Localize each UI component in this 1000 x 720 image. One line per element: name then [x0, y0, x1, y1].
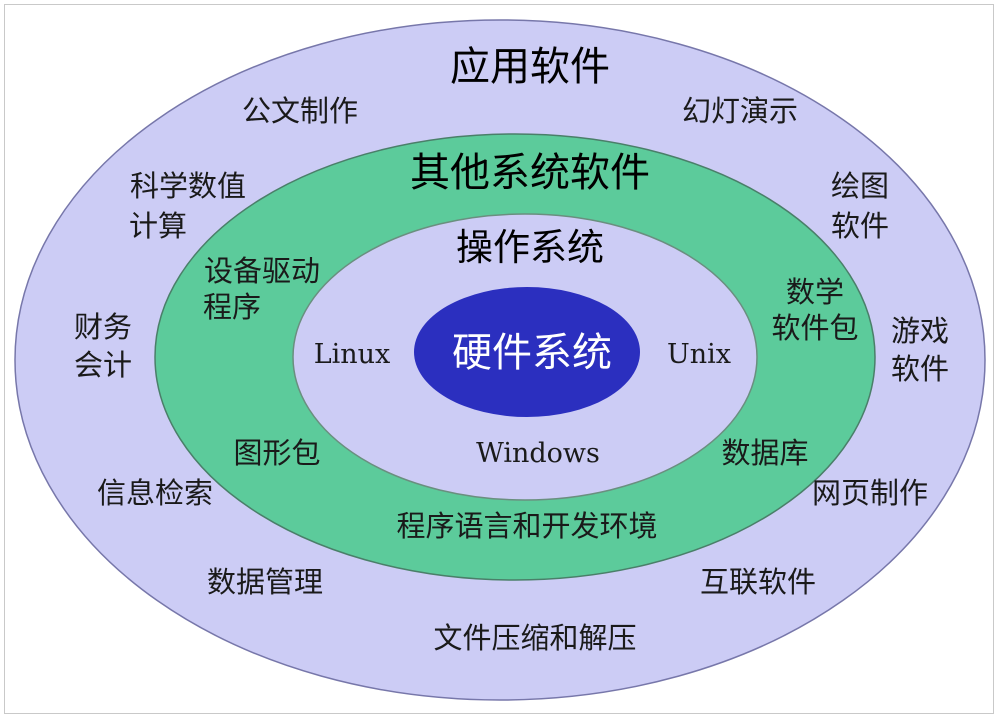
- app-item-web-design: 网页制作: [812, 476, 928, 510]
- app-item-accounting-line1: 财务: [74, 310, 132, 344]
- app-item-scientific-calc-line2: 计算: [129, 209, 187, 243]
- sys-item-device-driver-line1: 设备驱动: [204, 254, 320, 288]
- sys-item-math-package-line2: 软件包: [771, 311, 858, 345]
- os-item-windows: Windows: [476, 438, 600, 469]
- app-item-drawing-line1: 绘图: [831, 169, 889, 203]
- app-item-data-management: 数据管理: [207, 565, 323, 599]
- app-item-internet-software: 互联软件: [700, 565, 816, 599]
- app-item-document-writing: 公文制作: [242, 94, 358, 128]
- os-layer-title: 操作系统: [456, 226, 604, 269]
- app-item-slideshow: 幻灯演示: [682, 94, 798, 128]
- sys-item-database: 数据库: [721, 436, 808, 470]
- os-item-linux: Linux: [314, 339, 391, 370]
- hardware-core-title: 硬件系统: [452, 330, 612, 376]
- application-layer-title: 应用软件: [450, 44, 610, 90]
- hardware-core-ellipse: [414, 287, 640, 417]
- app-item-accounting-line2: 会计: [74, 348, 132, 382]
- sys-item-language-environment: 程序语言和开发环境: [396, 509, 657, 543]
- app-item-games-line2: 软件: [891, 352, 949, 386]
- app-item-file-compression: 文件压缩和解压: [433, 621, 636, 655]
- sys-item-math-package-line1: 数学: [786, 275, 844, 309]
- app-item-scientific-calc-line1: 科学数值: [130, 169, 246, 203]
- app-item-games-line1: 游戏: [891, 314, 949, 348]
- sys-item-device-driver-line2: 程序: [203, 290, 261, 324]
- app-item-drawing-line2: 软件: [831, 209, 889, 243]
- other-system-layer-title: 其他系统软件: [410, 150, 650, 196]
- sys-item-graphics-package: 图形包: [233, 436, 320, 470]
- app-item-info-retrieval: 信息检索: [97, 476, 213, 510]
- os-item-unix: Unix: [667, 339, 731, 370]
